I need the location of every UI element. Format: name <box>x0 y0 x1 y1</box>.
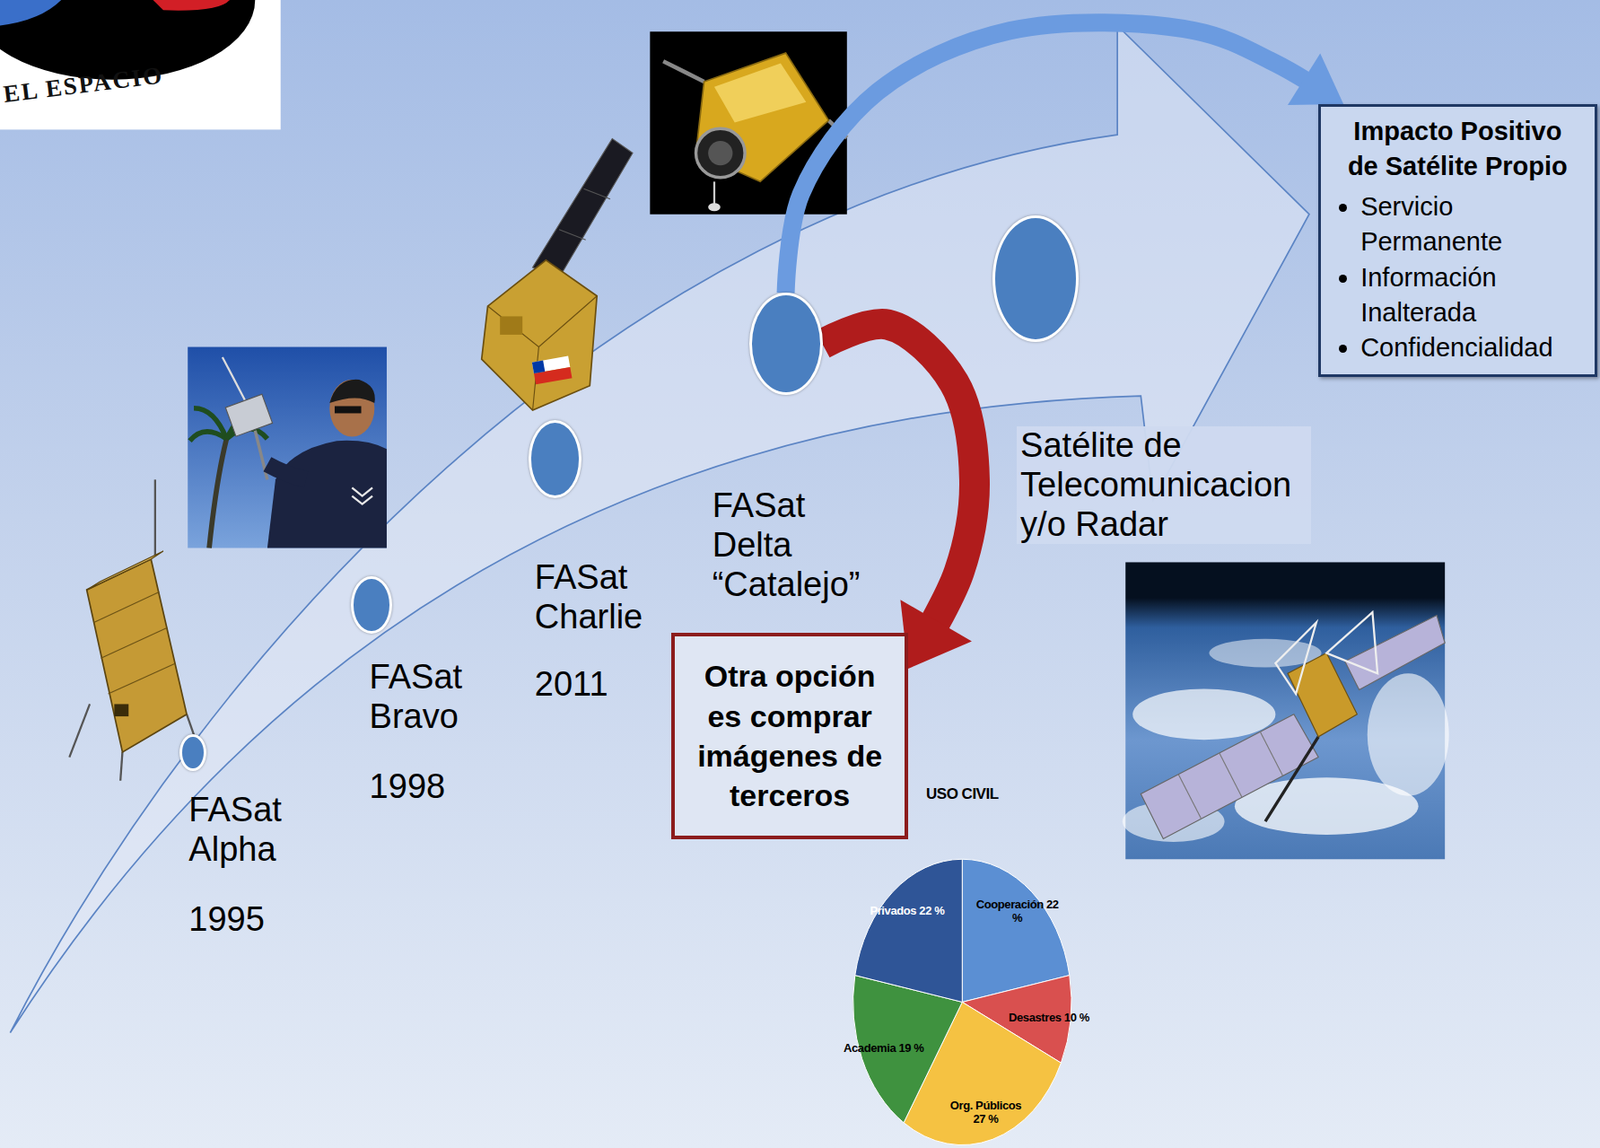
timeline-dot: Satélite de Telecomunicacion y/o Radar <box>992 215 1079 342</box>
pie-chart <box>853 858 1072 1145</box>
panel-line <box>1219 752 1242 797</box>
logo-earth <box>0 0 62 26</box>
connector-line <box>822 323 976 669</box>
launch-year: 2011 <box>534 664 609 705</box>
panel-heading: Impacto Positivo de Satélite Propio <box>1329 113 1585 184</box>
future-satellite-name: Satélite de Telecomunicacion y/o Radar <box>1016 426 1312 544</box>
panel-line <box>583 188 611 199</box>
satellite-body <box>481 260 597 411</box>
red-arrow <box>822 323 976 669</box>
antenna <box>186 714 194 735</box>
satellite-top <box>87 550 164 590</box>
future-satellite-photo <box>1122 561 1450 859</box>
panel-line <box>1178 774 1201 819</box>
pie-label: Academia 19 % <box>843 1041 924 1055</box>
pie-label: Privados 22 % <box>869 904 945 918</box>
body-highlight <box>714 62 806 123</box>
timeline-dot: FASat Alpha1995 <box>179 734 207 771</box>
solar-panel <box>533 139 633 279</box>
panel-line <box>108 663 176 694</box>
officer-hair <box>329 379 376 403</box>
satellite-name: FASat Alpha <box>188 790 324 869</box>
launch-year: 1998 <box>369 767 446 807</box>
antenna <box>713 181 716 204</box>
palm-trunk <box>209 438 227 549</box>
timeline-dot: FASat Bravo1998 <box>350 576 392 634</box>
palm-frond <box>190 431 228 441</box>
pie-label: Org. Públicos 27 % <box>944 1099 1027 1126</box>
solar-panel <box>1345 615 1445 691</box>
bullet-item: Confidencialidad <box>1360 330 1585 366</box>
lens-glass <box>708 140 733 166</box>
pie-label: Cooperación 22 % <box>976 898 1059 925</box>
logo <box>0 0 281 130</box>
arrowhead <box>900 599 972 669</box>
impact-box: Impacto Positivo de Satélite PropioServi… <box>1318 104 1597 377</box>
officer-arm <box>267 463 307 480</box>
timeline-dot: FASat Delta “Catalejo” <box>749 292 823 395</box>
sunglasses <box>334 405 362 413</box>
camera-lens <box>696 128 746 178</box>
antenna-tip <box>708 202 721 211</box>
satellite-model <box>225 393 272 437</box>
bullet-list: Servicio PermanenteInformación Inalterad… <box>1329 189 1585 366</box>
sleeve-chevron <box>351 487 373 504</box>
body-patch <box>499 315 523 334</box>
solar-panel <box>1140 714 1319 840</box>
option-text: Otra opción es comprar imágenes de terce… <box>685 655 894 815</box>
photo-sky <box>187 347 387 549</box>
satellite-name: FASat Bravo <box>369 657 505 736</box>
pie-label: Desastres 10 % <box>1008 1011 1090 1024</box>
delta-photo <box>649 31 847 215</box>
boom <box>1265 736 1319 822</box>
logo-text: EL ESPACIO <box>1 61 166 109</box>
pie-slice <box>855 858 963 1002</box>
chart-title: USO CIVIL <box>926 785 999 804</box>
antenna <box>120 751 123 781</box>
antenna-dish <box>1326 612 1378 674</box>
bravo-photo <box>187 347 387 549</box>
satellite-name: FASat Delta “Catalejo” <box>712 486 888 604</box>
option-box: Otra opción es comprar imágenes de terce… <box>671 632 909 840</box>
launch-year: 1995 <box>188 900 265 940</box>
panel-line <box>1259 731 1283 776</box>
flag-blue <box>532 360 545 374</box>
cloud <box>1132 688 1276 740</box>
antenna <box>69 703 90 757</box>
alpha-satellite <box>69 479 194 780</box>
officer-body <box>267 440 387 549</box>
antenna <box>154 479 157 556</box>
chile-flag <box>532 356 573 385</box>
satellite-name: FASat Charlie <box>534 558 670 637</box>
arrowhead <box>1287 53 1344 106</box>
satellite-body <box>87 559 187 752</box>
antenna-dish <box>1275 622 1316 695</box>
model-antenna <box>222 357 245 401</box>
logo-red-mark <box>153 0 230 11</box>
cloud <box>1367 673 1450 796</box>
panel-line <box>94 591 160 622</box>
palm-frond <box>193 408 227 439</box>
satellite-body <box>1287 653 1357 737</box>
photo-ground <box>649 31 847 215</box>
panel-line <box>101 627 168 658</box>
charlie-satellite <box>481 139 633 411</box>
officer-head <box>329 379 375 438</box>
bullet-item: Información Inalterada <box>1360 260 1585 331</box>
panel-line <box>559 229 586 240</box>
satellite-port <box>113 703 129 717</box>
body-edge <box>488 296 598 348</box>
bullet-item: Servicio Permanente <box>1360 189 1585 260</box>
solar-boom <box>663 61 704 82</box>
timeline-dot: FASat Charlie2011 <box>528 419 582 498</box>
